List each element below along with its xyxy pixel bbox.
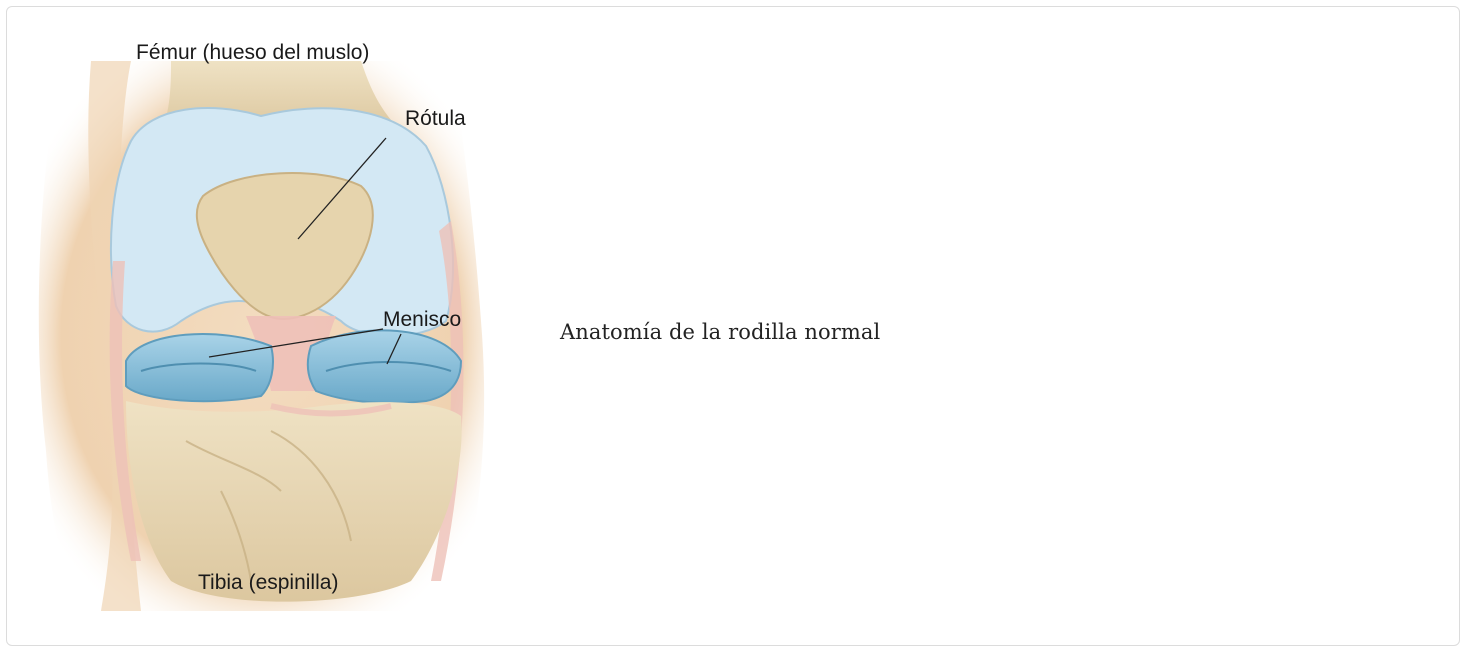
knee-anatomy-figure: Fémur (hueso del muslo) Rótula Menisco T… (21, 21, 497, 617)
meniscus-label: Menisco (383, 308, 461, 331)
knee-anatomy-illustration: Fémur (hueso del muslo) Rótula Menisco T… (21, 21, 497, 617)
tibia-label: Tibia (espinilla) (198, 571, 338, 594)
content-card: Fémur (hueso del muslo) Rótula Menisco T… (6, 6, 1460, 646)
meniscus-left (126, 334, 273, 401)
patella-label: Rótula (405, 107, 466, 130)
figure-caption: Anatomía de la rodilla normal (560, 320, 880, 344)
femur-label: Fémur (hueso del muslo) (136, 41, 369, 64)
